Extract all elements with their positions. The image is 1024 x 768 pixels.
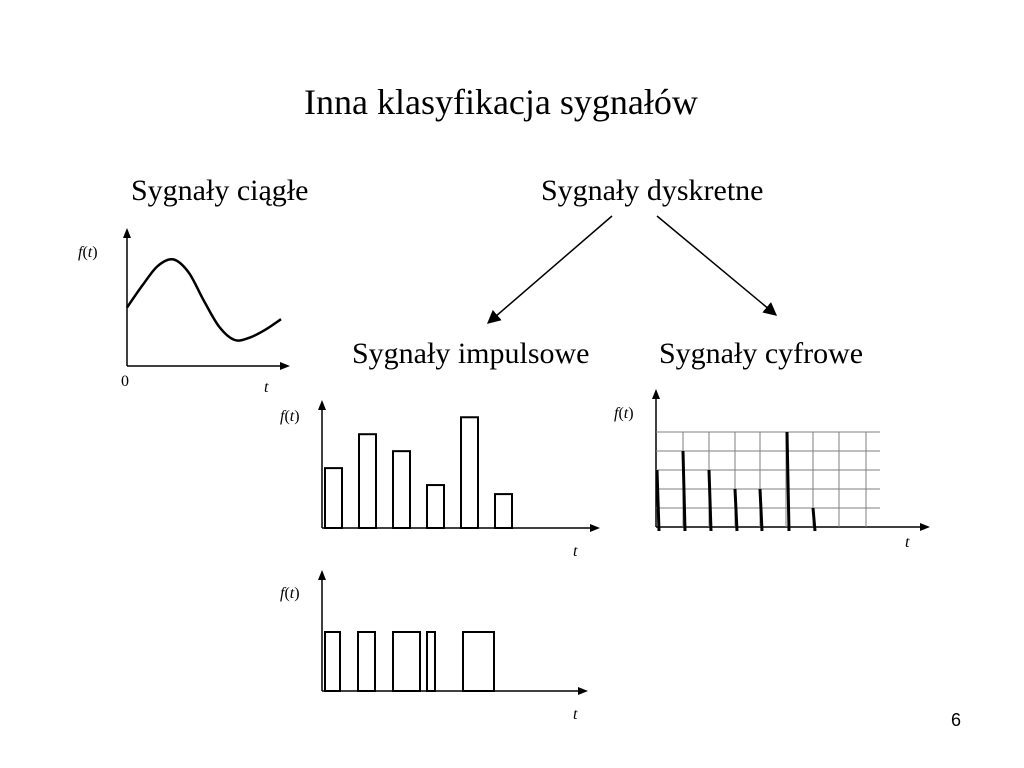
digital-sample-6 <box>785 431 791 532</box>
digital-sample-1 <box>655 469 661 532</box>
continuous-y-label: f(t) <box>78 244 98 261</box>
impulse1-bar-2 <box>358 433 377 529</box>
arrow-to-digital <box>656 215 778 316</box>
heading-impulse: Sygnały impulsowe <box>352 337 590 370</box>
impulse2-x-axis-arrow <box>578 687 588 695</box>
continuous-signal-curve <box>125 257 282 342</box>
impulse1-bar-6 <box>494 493 513 530</box>
impulse1-x-axis-arrow <box>590 524 600 532</box>
digital-sample-5 <box>758 488 764 532</box>
impulse2-pulse-3 <box>392 631 421 692</box>
impulse1-bar-1 <box>324 467 343 529</box>
digital-y-label: f(t) <box>614 405 634 422</box>
digital-x-axis-arrow <box>920 523 930 531</box>
digital-sample-4 <box>733 488 739 532</box>
impulse2-y-label: f(t) <box>280 585 300 602</box>
heading-digital: Sygnały cyfrowe <box>659 337 864 370</box>
impulse2-pulse-1 <box>324 631 341 692</box>
page-number: 6 <box>951 710 962 730</box>
digital-x-label: t <box>905 534 910 551</box>
continuous-origin-label: 0 <box>121 373 129 390</box>
impulse1-bar-3 <box>392 450 411 529</box>
digital-sample-3 <box>707 469 713 532</box>
digital-sample-2 <box>681 450 687 532</box>
impulse1-bar-4 <box>426 484 445 529</box>
arrow-to-impulse <box>486 215 613 324</box>
impulse1-bar-5 <box>460 416 479 530</box>
heading-discrete: Sygnały dyskretne <box>541 174 764 207</box>
continuous-x-axis-arrow <box>280 362 290 370</box>
digital-sample-7 <box>811 507 817 532</box>
continuous-x-label: t <box>264 379 269 396</box>
impulse1-y-label: f(t) <box>280 408 300 425</box>
impulse2-pulse-5 <box>462 631 495 692</box>
impulse1-y-axis-arrow <box>318 400 326 410</box>
impulse2-pulse-4 <box>426 631 436 692</box>
impulse2-x-label: t <box>573 706 578 723</box>
impulse1-x-label: t <box>573 543 578 560</box>
impulse2-y-axis-arrow <box>318 570 326 580</box>
digital-y-axis-arrow <box>652 389 660 399</box>
heading-continuous: Sygnały ciągłe <box>131 174 309 207</box>
continuous-y-axis-arrow <box>123 228 131 238</box>
impulse2-pulse-2 <box>357 631 376 692</box>
slide-title: Inna klasyfikacja sygnałów <box>304 82 698 122</box>
